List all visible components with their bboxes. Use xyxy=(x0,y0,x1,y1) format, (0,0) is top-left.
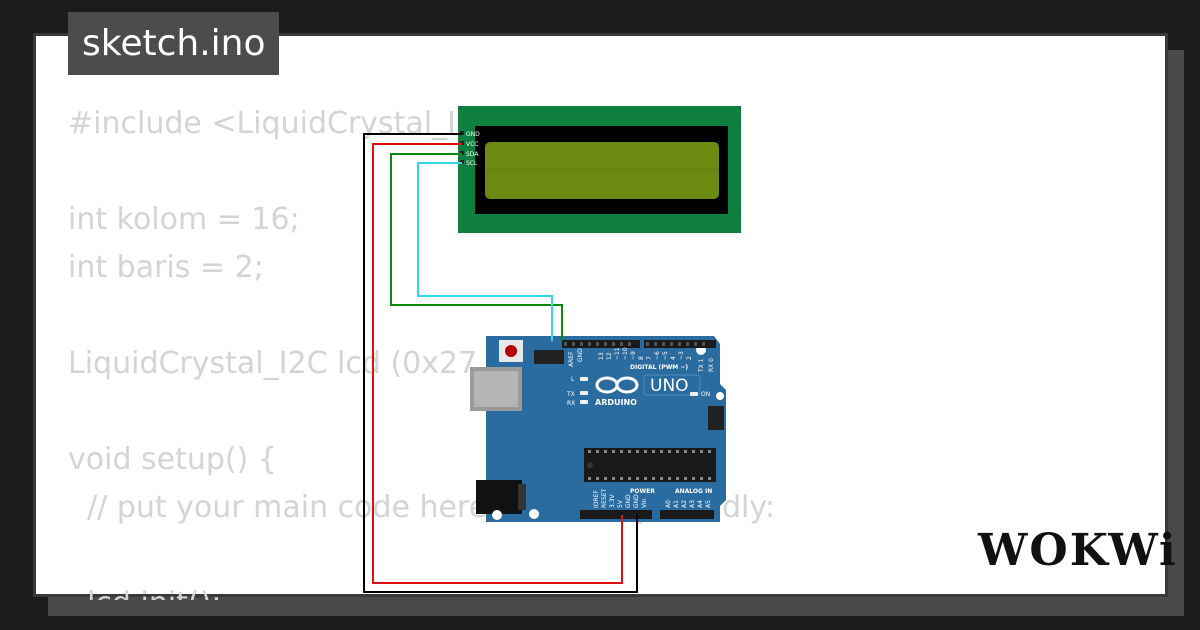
lcd-pin-gnd: GND xyxy=(466,131,480,138)
pin-5: ~5 xyxy=(662,351,669,360)
pin-reset: RESET xyxy=(601,488,608,508)
wokwi-logo: WOKWi xyxy=(978,525,1178,576)
pin-aref: AREF xyxy=(568,351,575,367)
pin-rx0: RX 0 xyxy=(708,358,715,372)
pin-a5: A5 xyxy=(705,500,712,508)
digital-label: DIGITAL (PWM ~) xyxy=(630,364,688,371)
arduino-uno-board[interactable]: AREF GND 13 12 ~11 ~10 ~9 8 7 ~6 ~5 4 ~3… xyxy=(470,336,726,522)
pin-a1: A1 xyxy=(673,500,680,508)
led-on xyxy=(690,392,698,396)
wire-vcc xyxy=(372,143,623,584)
pin-4: 4 xyxy=(670,356,677,360)
led-on-label: ON xyxy=(701,391,710,398)
led-rx xyxy=(580,400,588,404)
pin-8: 8 xyxy=(638,356,645,360)
pin-vin: Vin xyxy=(641,498,648,508)
lcd-pin-scl: SCL xyxy=(466,160,478,167)
icsp-header-2 xyxy=(708,406,724,430)
pin-2: 2 xyxy=(686,356,693,360)
wire-scl xyxy=(417,162,553,341)
pin-7: 7 xyxy=(646,356,653,360)
led-rx-label: RX xyxy=(567,400,575,407)
pin-3v3: 3.3V xyxy=(609,493,616,508)
code-line: int baris = 2; xyxy=(68,250,264,285)
pin-3: ~3 xyxy=(678,351,685,360)
digital-header-left xyxy=(562,340,640,348)
analog-label: ANALOG IN xyxy=(675,488,712,495)
led-tx xyxy=(580,391,588,395)
pin-ioref: IOREF xyxy=(593,490,600,508)
lcd-pin-vcc: VCC xyxy=(466,141,478,148)
lcd-pin-sda: SDA xyxy=(466,151,479,158)
arduino-infinity-logo xyxy=(595,376,639,394)
pin-a4: A4 xyxy=(697,500,704,508)
pin-gnd-top: GND xyxy=(577,348,584,362)
code-line: void setup() { xyxy=(68,442,277,477)
code-line: #include <LiquidCrystal_I2C xyxy=(68,106,497,141)
pin-11: ~11 xyxy=(614,347,621,360)
pin-gnd-1: GND xyxy=(625,494,632,508)
file-tab[interactable]: sketch.ino xyxy=(68,12,280,75)
wires xyxy=(363,133,638,593)
pin-13: 13 xyxy=(598,352,605,360)
arduino-brand: ARDUINO xyxy=(595,398,637,407)
wire-gnd xyxy=(363,133,638,593)
led-l-label: L xyxy=(571,376,575,383)
pin-5v: 5V xyxy=(617,499,624,508)
pin-10: ~10 xyxy=(622,347,629,360)
atmega-chip xyxy=(584,448,716,482)
analog-header xyxy=(660,510,714,519)
power-jack xyxy=(476,480,522,514)
lcd-module[interactable]: GND VCC SDA SCL xyxy=(458,106,741,233)
code-line: lcd.init(); xyxy=(68,580,221,600)
power-label: POWER xyxy=(630,488,655,495)
pin-a3: A3 xyxy=(689,500,696,508)
power-header xyxy=(580,510,652,519)
icsp-header xyxy=(534,350,564,364)
pin-6: ~6 xyxy=(654,351,661,360)
led-l xyxy=(580,377,588,381)
pin-12: 12 xyxy=(606,352,613,360)
pin-gnd-2: GND xyxy=(633,494,640,508)
code-line: LiquidCrystal_I2C lcd (0x27, xyxy=(68,346,487,381)
pin-a2: A2 xyxy=(681,500,688,508)
code-line: int kolom = 16; xyxy=(68,202,300,237)
wire-sda xyxy=(390,153,563,341)
pin-a0: A0 xyxy=(665,500,672,508)
uno-label: UNO xyxy=(650,376,689,396)
pin-9: ~9 xyxy=(630,351,637,360)
pin-tx1: TX 1 xyxy=(698,358,705,373)
led-tx-label: TX xyxy=(566,391,575,398)
